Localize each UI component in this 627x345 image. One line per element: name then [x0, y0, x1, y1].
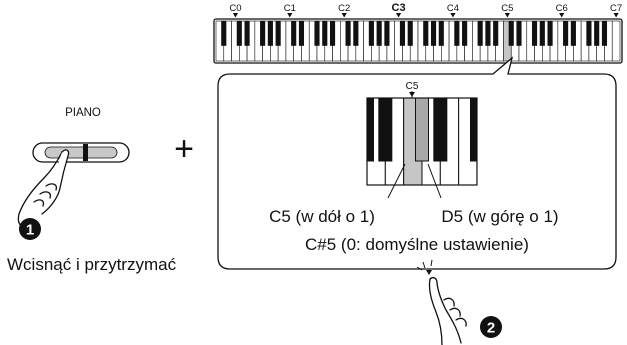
full-keyboard: C0 C1 C2 C3 C4 C5 C6 C7 [213, 2, 623, 64]
black-key [485, 21, 491, 46]
zoom-black-key [469, 97, 478, 162]
black-key [594, 21, 600, 46]
leader-line-right [427, 163, 442, 199]
black-key [547, 21, 553, 46]
black-key [539, 21, 545, 46]
hand-pointing-icon [428, 276, 467, 345]
black-key [462, 21, 468, 46]
piano-button-label: PIANO [65, 107, 101, 119]
black-key [531, 21, 538, 46]
black-key [407, 21, 413, 46]
black-key [376, 21, 382, 46]
octave-marker [504, 13, 510, 18]
octave-marker [287, 13, 293, 18]
black-key [384, 21, 390, 46]
step-2-badge [480, 316, 502, 338]
black-key [438, 21, 444, 46]
hand-pointing-icon [17, 149, 70, 228]
octave-marker [395, 13, 402, 18]
black-key [236, 21, 242, 46]
octave-label: C7 [610, 3, 622, 14]
black-key [586, 21, 592, 46]
black-key [345, 21, 351, 46]
zoomed-keyboard: C5 [366, 81, 478, 199]
black-key [260, 21, 266, 46]
step-1-number: 1 [26, 222, 34, 239]
octave-label: C3 [392, 2, 406, 14]
black-key [291, 21, 297, 46]
plus-sign: + [174, 130, 194, 168]
piano-button[interactable] [32, 142, 130, 163]
zoom-black-key [433, 97, 448, 162]
octave-label: C5 [501, 3, 513, 14]
zoom-key-c-sharp5 [414, 97, 429, 162]
step-1-badge [19, 218, 41, 240]
black-key [244, 21, 250, 46]
black-key [508, 21, 514, 46]
black-key [423, 21, 429, 46]
zoom-black-key [366, 97, 374, 162]
zoom-key-label: C5 [406, 81, 419, 92]
octave-label: C2 [338, 3, 350, 14]
black-key [298, 21, 305, 46]
black-key [221, 21, 227, 46]
black-key [601, 21, 608, 46]
note-down-label: C5 (w dół o 1) [269, 207, 375, 226]
black-key [516, 21, 522, 46]
black-key [430, 21, 437, 46]
octave-label: C6 [556, 3, 568, 14]
black-key [477, 21, 483, 46]
black-key [570, 21, 576, 46]
zoom-black-key [378, 97, 393, 162]
leader-line-left [387, 163, 406, 199]
octave-marker [450, 13, 456, 18]
tap-marks [416, 259, 433, 275]
octave-marker [232, 13, 239, 18]
keyboard-octave-labels: C0 C1 C2 C3 C4 C5 C6 C7 [229, 2, 622, 18]
keyboard-black-keys [221, 21, 608, 46]
black-key [493, 21, 499, 46]
black-key [314, 21, 320, 46]
note-up-label: D5 (w górę o 1) [441, 207, 558, 226]
keyboard-white-keys [215, 20, 621, 62]
octave-label: C0 [229, 3, 241, 14]
black-key [399, 21, 406, 46]
octave-marker [559, 13, 565, 18]
octave-marker [613, 13, 619, 18]
black-key [329, 21, 336, 46]
white-key [611, 20, 621, 62]
black-key [368, 21, 374, 46]
black-key [322, 21, 328, 46]
black-key [267, 21, 273, 46]
zoom-keyboard-frame [366, 97, 478, 186]
black-key [353, 21, 359, 46]
note-default-label: C#5 (0: domyślne ustawienie) [305, 235, 529, 254]
black-key [563, 21, 569, 46]
step-1-caption: Wcisnąć i przytrzymać [7, 255, 177, 274]
octave-marker [341, 13, 347, 18]
black-key [275, 21, 281, 46]
black-key [454, 21, 460, 46]
octave-label: C4 [447, 3, 459, 14]
step-2-number: 2 [487, 320, 495, 337]
octave-label: C1 [284, 3, 296, 14]
